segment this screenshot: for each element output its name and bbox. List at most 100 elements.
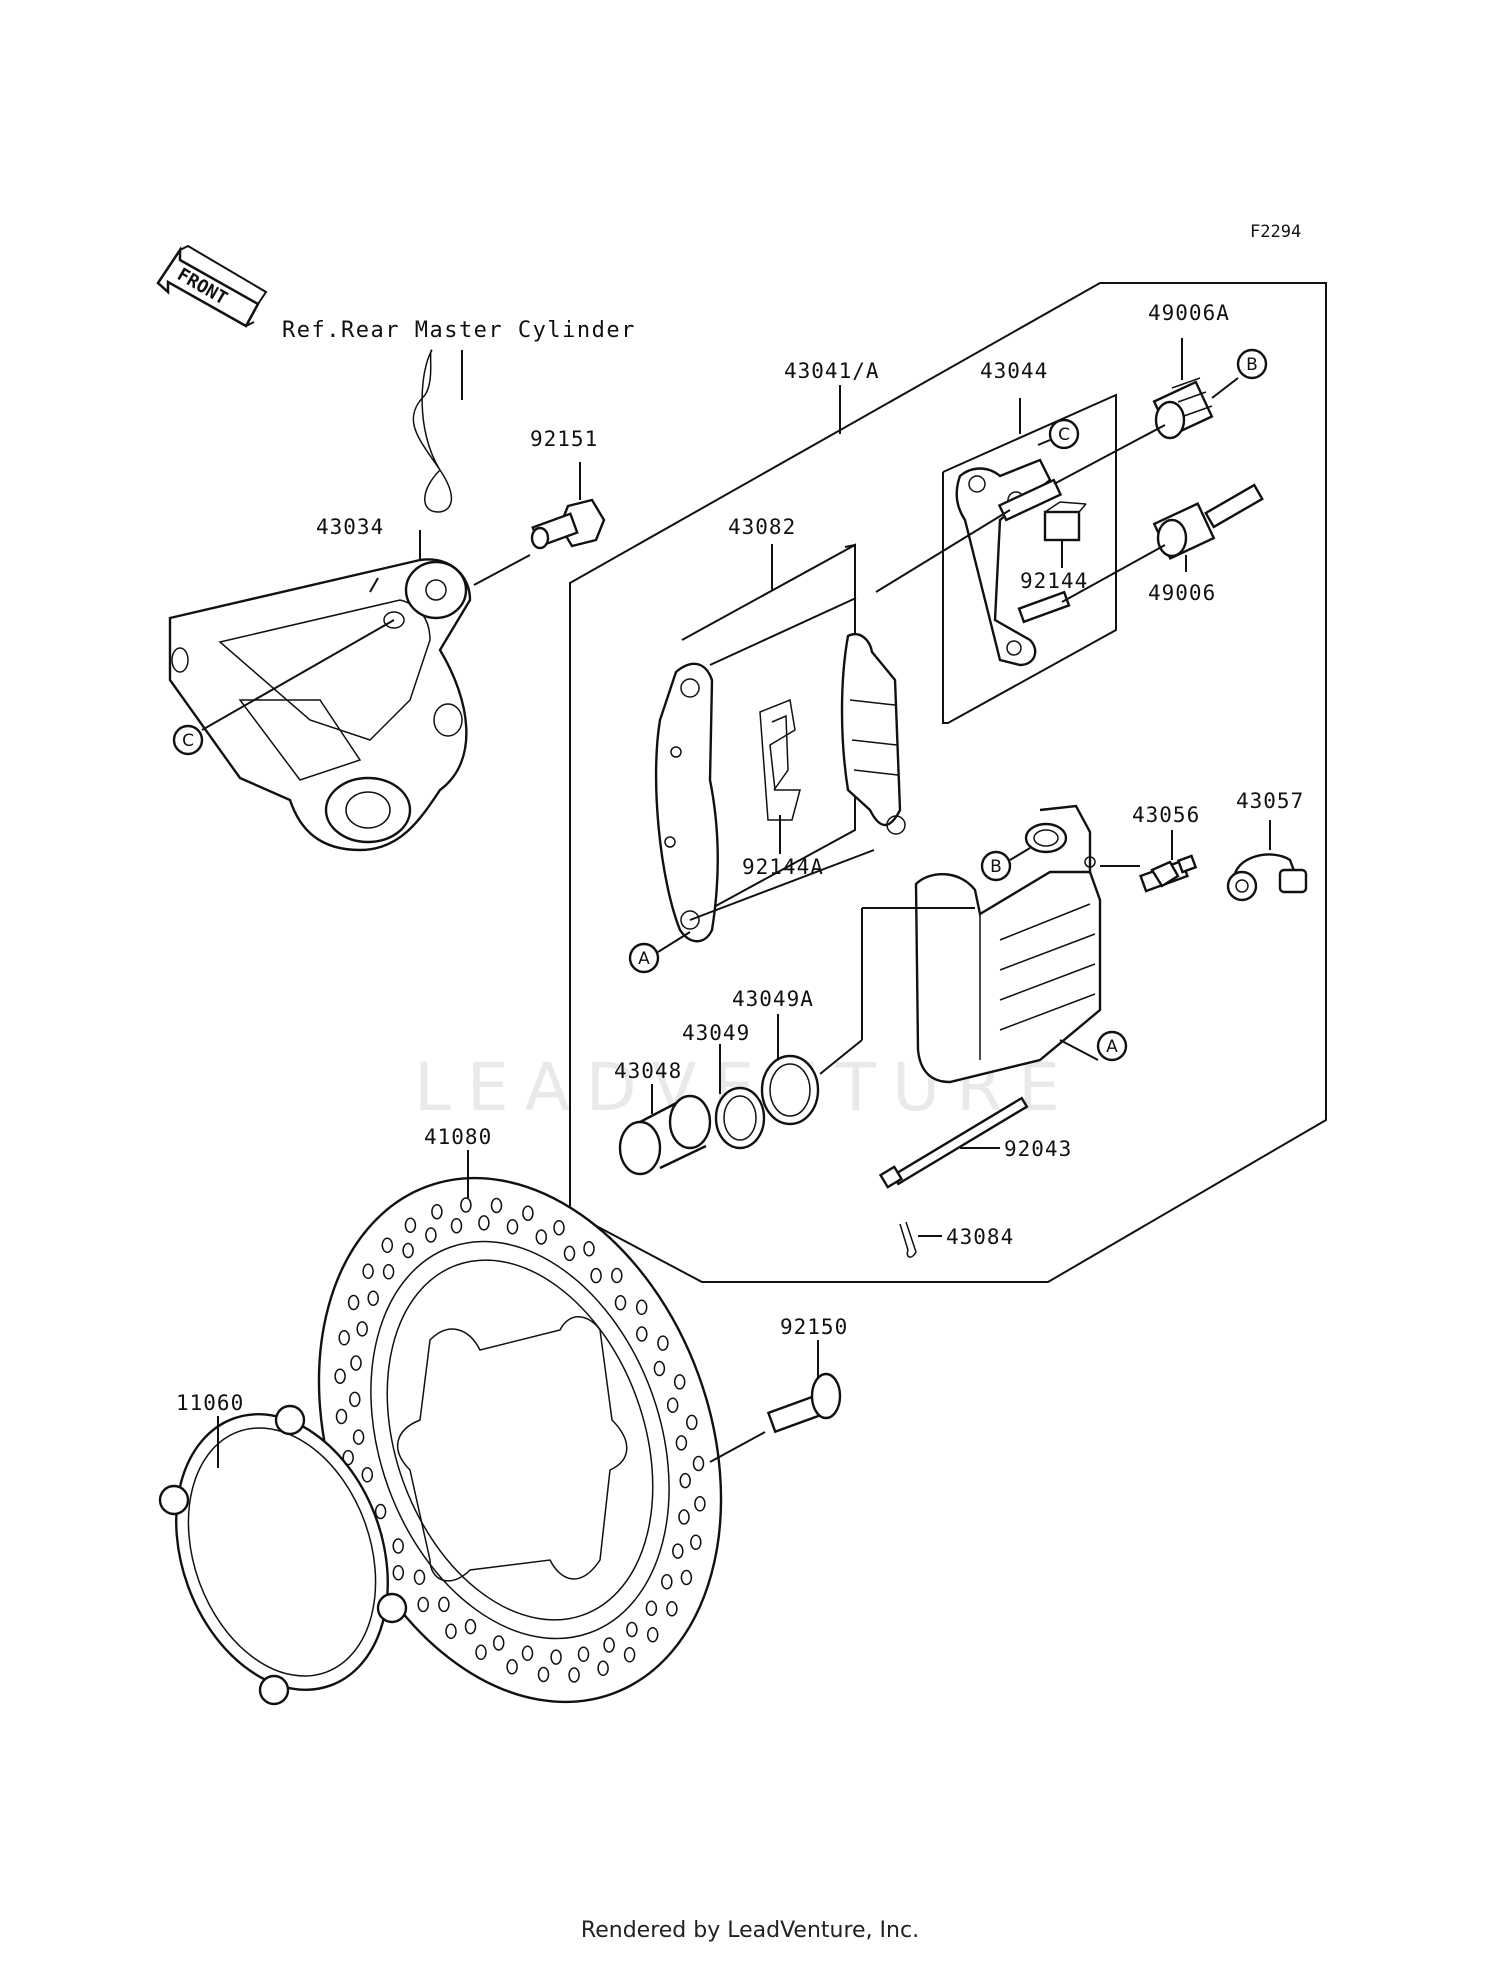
disc-hole	[338, 1330, 350, 1346]
part-label-92151: 92151	[530, 427, 598, 451]
brake-pad-left	[654, 662, 719, 943]
part-label-43041A: 43041/A	[784, 359, 880, 383]
part-label-43044: 43044	[980, 359, 1048, 383]
disc-hole	[550, 1649, 562, 1665]
disc-hole	[367, 1290, 379, 1306]
caliper-mount-bracket-43044	[955, 458, 1071, 667]
disc-hole	[342, 1449, 354, 1466]
disc-hole	[362, 1263, 374, 1280]
pad-pin-92043	[878, 1096, 1029, 1189]
disc-hole	[678, 1509, 690, 1525]
disc-hole	[392, 1538, 404, 1554]
part-label-43082: 43082	[728, 515, 796, 539]
disc-hole	[537, 1666, 550, 1683]
disc-bolt-92150	[766, 1372, 842, 1434]
disc-hole	[381, 1237, 394, 1254]
callout-badge-c-top: C	[1048, 418, 1080, 450]
part-label-43049: 43049	[682, 1021, 750, 1045]
part-label-43084: 43084	[946, 1225, 1014, 1249]
reference-note: Ref.Rear Master Cylinder	[282, 318, 636, 343]
disc-hole	[635, 1299, 648, 1316]
disc-hole	[350, 1355, 362, 1371]
pad-spring-92144A	[759, 698, 801, 821]
disc-hole	[413, 1569, 426, 1586]
footer-credit: Rendered by LeadVenture, Inc.	[580, 1918, 920, 1943]
part-label-41080: 41080	[424, 1125, 492, 1149]
piston-43048	[618, 1094, 712, 1176]
disc-hole	[417, 1596, 429, 1613]
disc-hole	[374, 1503, 387, 1520]
disc-hole	[356, 1321, 368, 1337]
disc-hole	[438, 1596, 450, 1613]
disc-hole	[349, 1391, 361, 1408]
disc-hole	[611, 1267, 623, 1284]
disc-hole	[425, 1227, 437, 1243]
disc-hole	[450, 1217, 463, 1234]
part-label-92043: 92043	[1004, 1137, 1072, 1161]
caliper-bracket-43034	[168, 558, 472, 852]
disc-hole	[623, 1647, 636, 1663]
disc-hole	[692, 1455, 705, 1472]
disc-hole	[568, 1667, 580, 1683]
disc-hole	[478, 1215, 490, 1231]
part-label-49006: 49006	[1148, 581, 1216, 605]
disc-hole	[535, 1229, 548, 1245]
callout-badge-c-left: C	[172, 724, 204, 756]
disc-hole	[694, 1496, 706, 1512]
svg-text:C: C	[182, 731, 194, 751]
svg-text:A: A	[1106, 1037, 1118, 1057]
disc-hole	[657, 1335, 669, 1351]
figure-id: F2294	[1250, 222, 1301, 242]
caliper-body	[914, 804, 1102, 1084]
disc-hole	[464, 1618, 477, 1635]
part-label-43048: 43048	[614, 1059, 682, 1083]
disc-hole	[361, 1467, 374, 1483]
disc-hole	[597, 1660, 609, 1677]
bracket-group-box	[942, 393, 1117, 724]
part-label-43057: 43057	[1236, 789, 1304, 813]
disc-hole	[653, 1360, 666, 1377]
disc-hole	[490, 1197, 503, 1214]
disc-hole	[382, 1264, 395, 1280]
part-label-43034: 43034	[316, 515, 384, 539]
bleeder-valve-43056	[1139, 854, 1198, 893]
disc-hole	[673, 1374, 686, 1390]
pin-boot-49006	[1152, 483, 1264, 560]
disc-hole	[661, 1574, 673, 1590]
bleeder-cap-43057	[1226, 853, 1308, 902]
callout-badge-b-top: B	[1236, 348, 1268, 380]
disc-hole	[636, 1326, 648, 1342]
disc-hole	[563, 1245, 576, 1262]
cotter-pin-icon	[412, 349, 453, 513]
disc-hole	[577, 1646, 590, 1663]
disc-hole	[666, 1600, 678, 1617]
callout-badge-a-body: A	[1096, 1030, 1128, 1062]
svg-text:C: C	[1058, 425, 1070, 445]
disc-hole	[334, 1368, 346, 1384]
clip-92144	[1043, 501, 1087, 542]
part-label-92144: 92144	[1020, 569, 1088, 593]
disc-hole	[675, 1435, 688, 1451]
disc-hole	[679, 1472, 691, 1489]
callout-badge-a-pad: A	[628, 942, 660, 974]
callout-badge-b-body: B	[980, 850, 1012, 882]
disc-hole	[590, 1267, 602, 1284]
disc-hole	[521, 1645, 534, 1662]
disc-hole	[603, 1637, 615, 1653]
disc-hole	[646, 1626, 659, 1643]
bolt-92151	[530, 498, 606, 550]
disc-hole	[690, 1534, 702, 1550]
disc-hole	[492, 1635, 505, 1651]
svg-text:A: A	[638, 949, 650, 969]
disc-hole	[475, 1644, 487, 1661]
pin-boot-49006A	[1152, 377, 1214, 440]
part-label-43049A: 43049A	[732, 987, 814, 1011]
disc-hole	[522, 1205, 534, 1221]
svg-text:B: B	[990, 857, 1002, 877]
disc-hole	[402, 1242, 414, 1259]
disc-hole	[686, 1414, 698, 1431]
disc-hole	[506, 1659, 518, 1675]
svg-text:B: B	[1246, 355, 1258, 375]
